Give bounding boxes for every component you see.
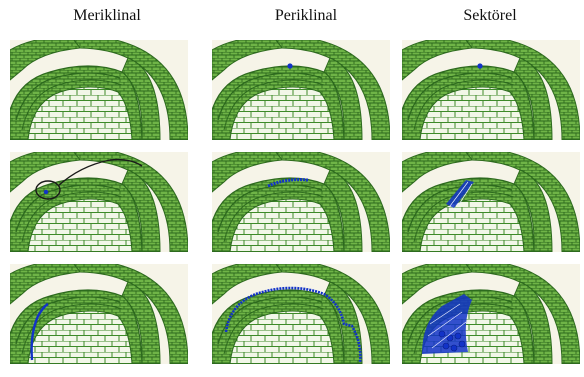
panel-meriklinal-3 bbox=[10, 264, 188, 364]
panel-meriklinal-2 bbox=[10, 152, 188, 252]
panel-sektorel-1 bbox=[402, 40, 580, 140]
column-title-periklinal: Periklinal bbox=[211, 6, 401, 26]
panel-meriklinal-1 bbox=[10, 40, 188, 140]
panel-periklinal-1 bbox=[212, 40, 390, 140]
apex-section-illustration bbox=[402, 152, 580, 252]
column-title-meriklinal: Meriklinal bbox=[12, 6, 202, 26]
apex-section-illustration bbox=[212, 152, 390, 252]
apex-section-illustration bbox=[402, 264, 580, 364]
highlight-single-cell bbox=[287, 63, 292, 68]
apex-section-illustration bbox=[212, 264, 390, 364]
panel-periklinal-3 bbox=[212, 264, 390, 364]
panel-sektorel-2 bbox=[402, 152, 580, 252]
highlight-single-cell bbox=[477, 63, 482, 68]
apex-section-illustration bbox=[10, 264, 188, 364]
apex-section-illustration bbox=[212, 40, 390, 140]
panel-periklinal-2 bbox=[212, 152, 390, 252]
panel-sektorel-3 bbox=[402, 264, 580, 364]
apex-section-illustration bbox=[10, 40, 188, 140]
apex-section-illustration bbox=[402, 40, 580, 140]
column-title-sektorel: Sektörel bbox=[395, 6, 584, 26]
apex-section-illustration bbox=[10, 152, 188, 252]
